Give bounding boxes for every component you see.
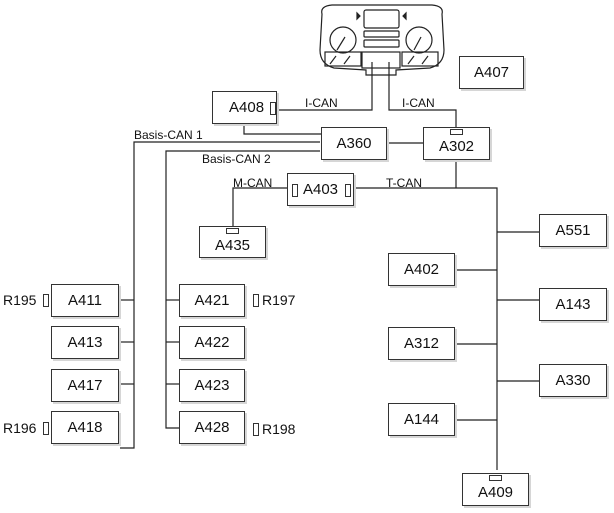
terminating-resistor-icon (450, 129, 463, 135)
i-can-left-label: I-CAN (305, 96, 338, 110)
resistor-r196-icon (43, 422, 49, 435)
resistor-r197-label: R197 (262, 292, 296, 308)
node-a408[interactable]: A408 (212, 91, 277, 124)
node-label: A360 (336, 135, 372, 152)
node-label: A418 (67, 419, 103, 436)
node-a312[interactable]: A312 (388, 327, 455, 360)
node-a330[interactable]: A330 (539, 364, 607, 397)
basis-can-1-wire (120, 141, 320, 449)
resistor-r195-icon (43, 294, 49, 307)
t-can-label: T-CAN (386, 176, 422, 190)
node-label: A411 (68, 292, 102, 309)
node-label: A330 (555, 372, 591, 389)
node-a423[interactable]: A423 (179, 369, 245, 402)
node-a143[interactable]: A143 (539, 288, 607, 321)
node-a402[interactable]: A402 (388, 253, 455, 286)
resistor-r198-label: R198 (262, 421, 296, 437)
basis-can-2-wire (165, 150, 320, 429)
i-can-right-wire (388, 62, 457, 128)
terminating-resistor-icon (489, 475, 502, 481)
basis-can-1-label: Basis-CAN 1 (134, 128, 203, 142)
node-label: A408 (229, 99, 265, 116)
node-a407[interactable]: A407 (459, 56, 524, 89)
node-label: A423 (194, 377, 230, 394)
m-can-label: M-CAN (233, 176, 273, 190)
node-label: A143 (555, 296, 591, 313)
node-label: A435 (214, 236, 251, 254)
resistor-r195-label: R195 (3, 292, 37, 308)
i-can-right-label: I-CAN (402, 96, 435, 110)
node-a417[interactable]: A417 (51, 369, 119, 402)
resistor-r197-icon (253, 294, 259, 307)
node-label: A302 (438, 138, 475, 155)
node-label: A417 (67, 377, 103, 394)
node-a360[interactable]: A360 (321, 127, 387, 160)
resistor-r196-label: R196 (3, 420, 37, 436)
terminating-resistor-icon (292, 184, 298, 197)
node-label: A144 (403, 411, 440, 428)
node-label: A407 (473, 64, 510, 81)
node-a551[interactable]: A551 (539, 214, 607, 247)
node-label: A422 (194, 334, 230, 351)
node-label: A551 (555, 222, 591, 239)
terminating-resistor-icon (345, 184, 351, 197)
terminating-resistor-icon (226, 228, 239, 234)
basis-can-2-label: Basis-CAN 2 (202, 152, 271, 166)
m-can-wire (232, 187, 287, 226)
node-label: A409 (477, 484, 514, 501)
node-label: A403 (302, 181, 339, 198)
resistor-r198-icon (253, 423, 259, 436)
instrument-cluster-icon (319, 4, 445, 76)
terminating-resistor-icon (270, 102, 276, 115)
node-label: A312 (403, 335, 440, 352)
node-label: A413 (67, 334, 103, 351)
node-a418[interactable]: A418 (51, 411, 119, 444)
node-label: A402 (403, 261, 440, 278)
node-a411[interactable]: A411 (51, 284, 119, 317)
node-a428[interactable]: A428 (179, 411, 245, 444)
node-a413[interactable]: A413 (51, 326, 119, 359)
node-label: A428 (194, 419, 230, 436)
i-can-left-wire (262, 62, 373, 111)
node-a403[interactable]: A403 (287, 173, 354, 206)
node-label: A421 (194, 292, 230, 309)
node-a421[interactable]: A421 (179, 284, 245, 317)
node-a144[interactable]: A144 (388, 403, 455, 436)
t-can-wire (354, 187, 498, 470)
node-a422[interactable]: A422 (179, 326, 245, 359)
